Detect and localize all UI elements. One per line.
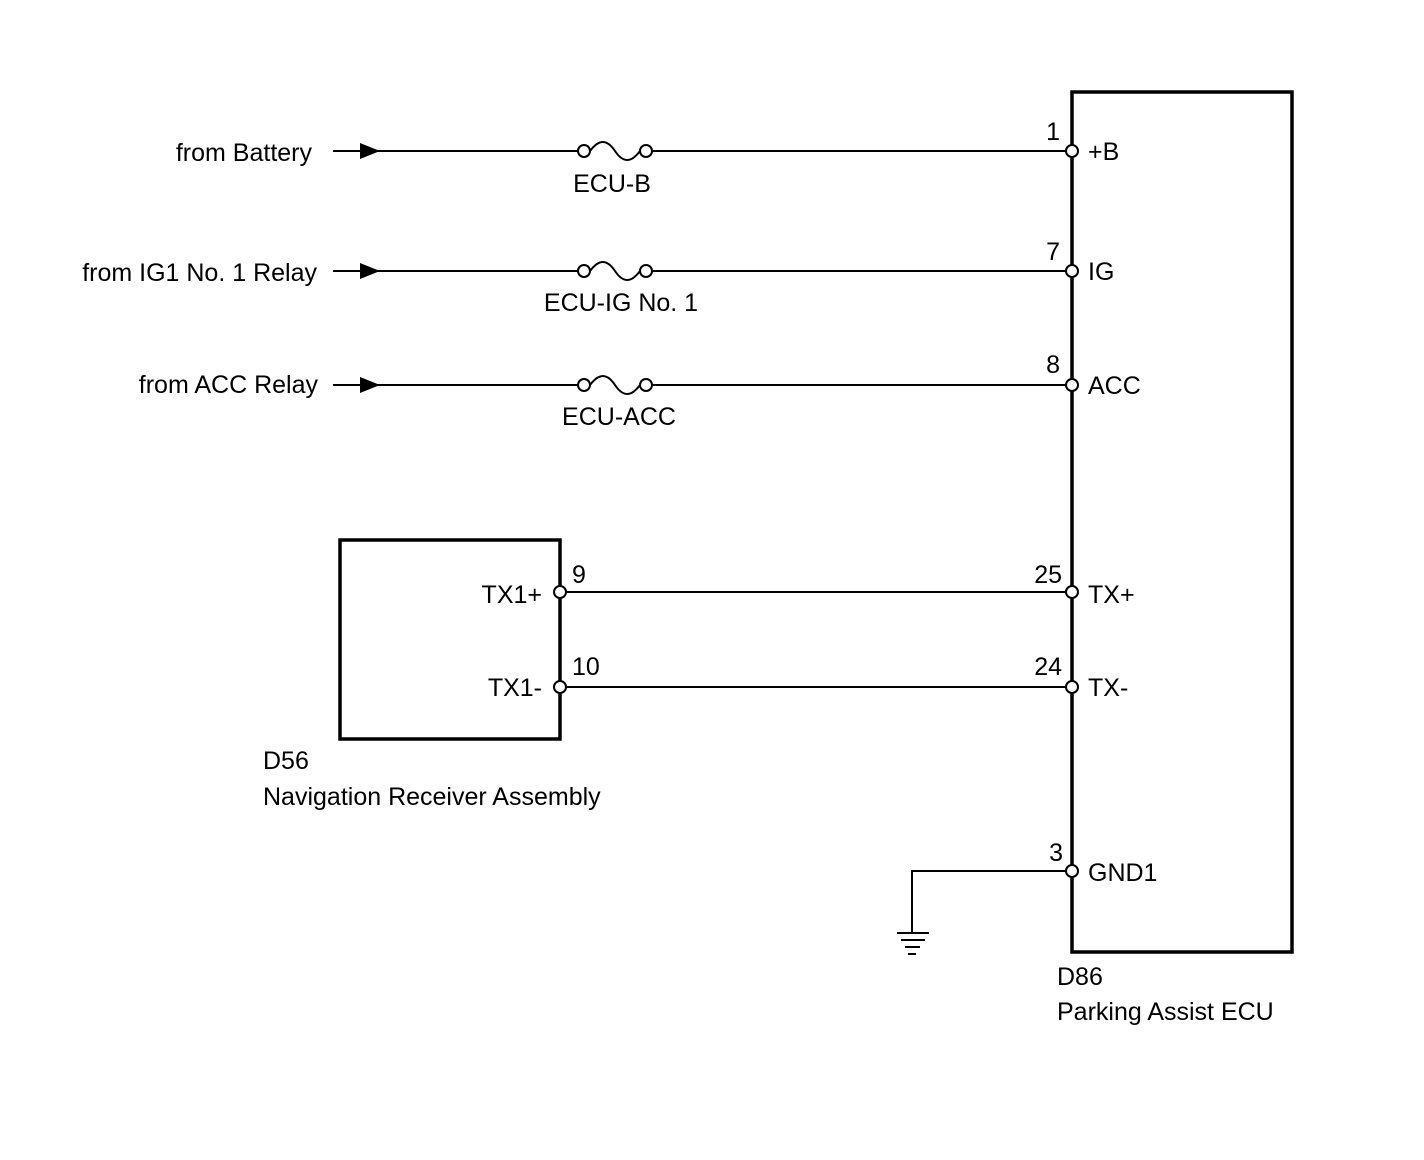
ecu-connector-code: D86	[1057, 963, 1103, 991]
ecu-pin-name: IG	[1088, 258, 1114, 286]
nav-component-name: Navigation Receiver Assembly	[263, 783, 601, 811]
parking-assist-ecu-box	[1070, 90, 1294, 954]
ecu-pin-name: TX+	[1088, 581, 1135, 609]
ecu-pin-number: 3	[1049, 839, 1063, 867]
nav-pin-terminal	[553, 680, 567, 694]
nav-connector-code: D56	[263, 747, 309, 775]
nav-pin-name: TX1-	[488, 674, 542, 702]
ecu-pin-name: TX-	[1088, 674, 1128, 702]
fuse-label: ECU-IG No. 1	[544, 289, 698, 317]
acc-relay-circuit	[333, 375, 1066, 395]
ecu-pin-terminal	[1065, 378, 1079, 392]
ecu-pin-name: GND1	[1088, 859, 1157, 887]
source-label: from ACC Relay	[139, 371, 319, 399]
arrow-icon	[360, 263, 380, 279]
fuse-icon	[577, 375, 653, 395]
ecu-pin-number: 25	[1034, 561, 1062, 589]
ecu-pin-number: 24	[1034, 653, 1062, 681]
ecu-pin-number: 8	[1046, 351, 1060, 379]
ecu-pin-terminal	[1065, 680, 1079, 694]
fuse-icon	[577, 141, 653, 161]
ecu-pin-name: +B	[1088, 138, 1119, 166]
ecu-pin-name: ACC	[1088, 372, 1141, 400]
arrow-icon	[360, 377, 380, 393]
fuse-label: ECU-ACC	[562, 403, 676, 431]
source-label: from Battery	[176, 139, 313, 167]
arrow-icon	[360, 143, 380, 159]
fuse-label: ECU-B	[573, 170, 651, 198]
ecu-pin-terminal	[1065, 864, 1079, 878]
ecu-component-name: Parking Assist ECU	[1057, 998, 1274, 1026]
nav-pin-number: 9	[572, 561, 586, 589]
nav-pin-terminal	[553, 585, 567, 599]
battery-circuit	[333, 141, 1066, 161]
source-label: from IG1 No. 1 Relay	[82, 259, 317, 287]
ground-icon	[897, 870, 1066, 955]
ecu-pin-terminal	[1065, 144, 1079, 158]
ig1-relay-circuit	[333, 261, 1066, 281]
nav-pin-name: TX1+	[482, 581, 542, 609]
ecu-pin-terminal	[1065, 264, 1079, 278]
nav-pin-number: 10	[572, 653, 600, 681]
fuse-icon	[577, 261, 653, 281]
navigation-receiver-box	[338, 538, 562, 741]
ecu-pin-number: 7	[1046, 238, 1060, 266]
ecu-pin-terminal	[1065, 585, 1079, 599]
ecu-pin-number: 1	[1046, 118, 1060, 146]
